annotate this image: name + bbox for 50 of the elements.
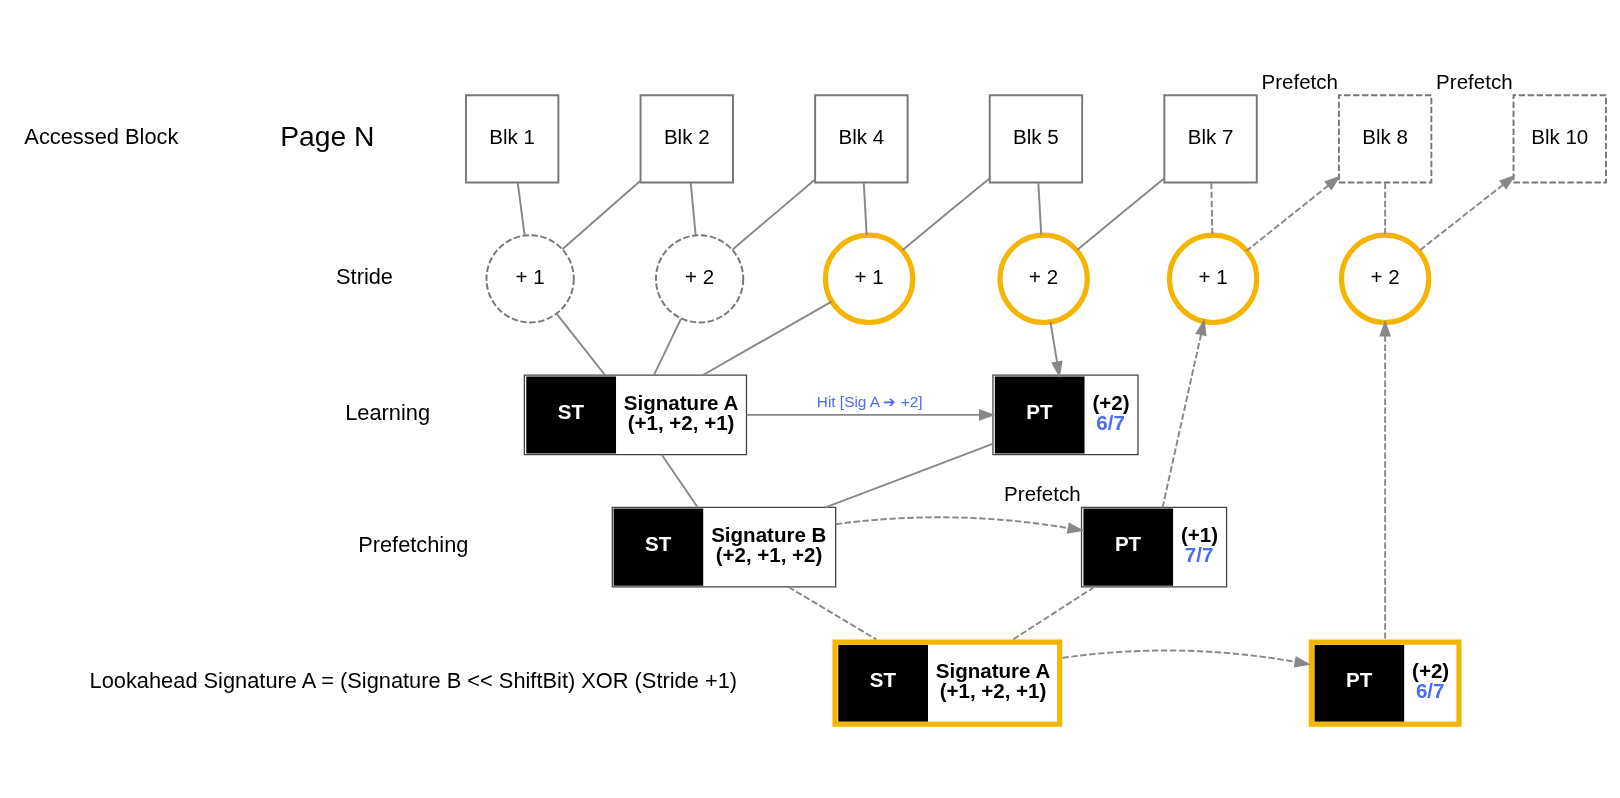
arrow (1245, 175, 1341, 252)
node-box: ST Signature A (+1, +2, +1) (832, 639, 1063, 727)
node-circle: + 2 (1338, 232, 1432, 325)
node-box: Blk 7 (1163, 93, 1258, 183)
node-label: Prefetch (1004, 481, 1081, 505)
node-circle: + 2 (655, 233, 745, 323)
node-circle: + 1 (1166, 232, 1260, 325)
node-box: Blk 10 (1512, 93, 1607, 183)
connector (824, 442, 994, 508)
label: Stride (336, 263, 394, 289)
node-box: PT (+2) 6/7 (1308, 639, 1462, 727)
label: Learning (345, 399, 431, 425)
arrow (1061, 649, 1312, 667)
connector (702, 300, 833, 376)
connector (901, 177, 991, 251)
connector (1076, 177, 1165, 251)
node-circle: + 2 (997, 232, 1090, 325)
connector (555, 312, 606, 376)
connector (561, 179, 642, 250)
node-label: Prefetch (1436, 69, 1513, 93)
label: Lookahead Signature A = (Signature B << ShiftBit) XOR (Stride +1) (89, 667, 738, 693)
node-box: Blk 4 (814, 93, 909, 183)
edge-label: Hit [Sig A ➔ +2] (816, 392, 923, 410)
label: Accessed Block (24, 123, 179, 149)
arrow (745, 408, 996, 421)
connector (1037, 181, 1043, 236)
node-box: Blk 1 (465, 93, 560, 183)
connector (862, 181, 868, 236)
node-box: Blk 8 (1337, 93, 1433, 183)
node-box: Blk 2 (639, 93, 734, 183)
connector (652, 317, 682, 376)
arrow (1417, 174, 1516, 252)
connector (731, 178, 816, 250)
arrow (1379, 319, 1391, 640)
connector (1012, 585, 1096, 640)
arrow (834, 515, 1085, 534)
connector (689, 181, 697, 236)
connector (1384, 181, 1387, 236)
label: Page N (280, 119, 375, 152)
node-box: Blk 5 (988, 93, 1084, 183)
node-circle: + 1 (822, 232, 916, 325)
connector (516, 181, 526, 236)
connector (1210, 181, 1214, 236)
arrow (1161, 318, 1207, 508)
arrow (1049, 320, 1063, 378)
node-label: Prefetch (1261, 69, 1338, 93)
connector (660, 453, 699, 508)
node-circle: + 1 (485, 233, 575, 323)
connector (787, 585, 878, 640)
label: Prefetching (358, 531, 469, 557)
